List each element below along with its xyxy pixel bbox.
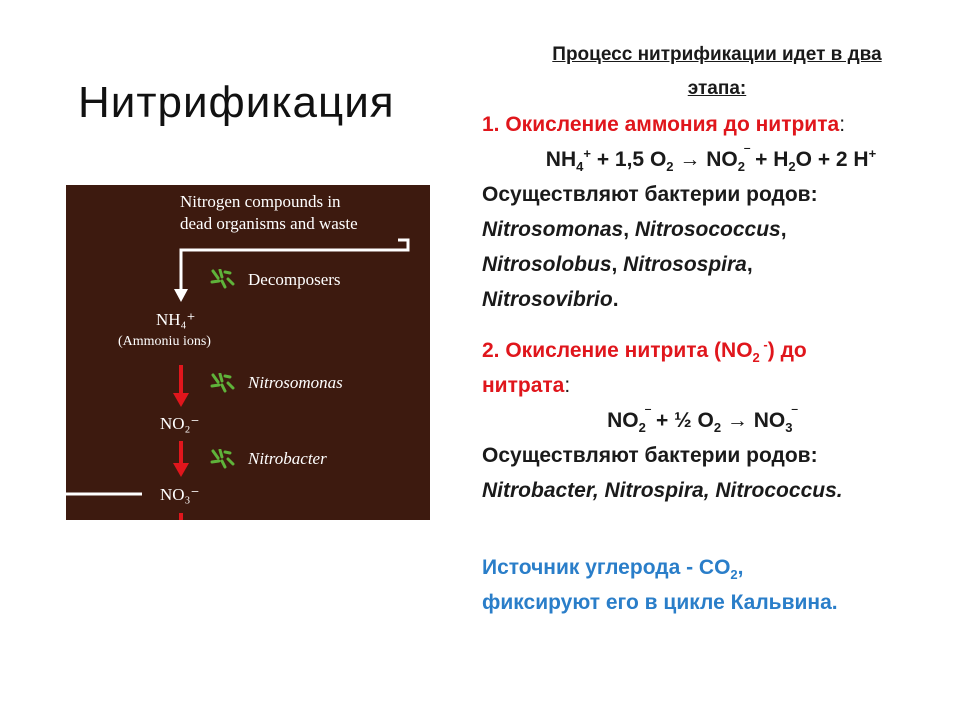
eq1-arrow-no2: → NO xyxy=(673,148,738,171)
step1-block: 1. Окисление аммония до нитрита: NH4+ + … xyxy=(482,107,952,317)
heading-line2: этапа: xyxy=(687,78,747,99)
step2-equation: NO2‾ + ½ O2 → NO3‾ xyxy=(452,403,952,438)
step2-title-c: нитрата xyxy=(482,374,565,397)
label-waste-line1: Nitrogen compounds in xyxy=(180,192,341,211)
genus-sep: , xyxy=(746,253,753,276)
eq1-no2-sub: 2 xyxy=(737,159,745,175)
heading-line1: Процесс нитрификации идет в два xyxy=(552,44,882,65)
eq1-h-sup: + xyxy=(868,146,877,161)
step1-equation: NH4+ + 1,5 O2 → NO2‾ + H2O + 2 H+ xyxy=(470,142,952,177)
step2-genera: Nitrobacter, Nitrospira, Nitrococcus. xyxy=(482,479,843,502)
genus-nitrosococcus: Nitrosococcus xyxy=(634,218,781,241)
step1-genera-line3: Nitrosovibrio. xyxy=(482,282,952,317)
eq1-h2o-sub: 2 xyxy=(788,159,796,175)
step1-genera-line1: Nitrosomonas, Nitrosococcus, xyxy=(482,212,952,247)
genus-nitrosolobus: Nitrosolobus xyxy=(482,253,612,276)
carbon-line2: фиксируют его в цикле Кальвина. xyxy=(482,591,838,614)
step2-title-line1: 2. Окисление нитрита (NO2 -) до xyxy=(482,333,952,368)
bacteria-icon xyxy=(210,373,235,393)
bacteria-icon xyxy=(210,269,235,289)
eq2-no-sub: 2 xyxy=(638,420,646,436)
step1-colon: : xyxy=(839,113,846,136)
genus-nitrosovibrio: Nitrosovibrio xyxy=(482,288,613,311)
step1-bacteria-intro: Осуществляют бактерии родов: xyxy=(482,183,818,206)
step2-colon: : xyxy=(564,374,571,397)
eq1-o2-sub: 2 xyxy=(666,159,674,175)
eq2-arrow-no3: → NO xyxy=(721,409,786,432)
step1-title-line: 1. Окисление аммония до нитрита: xyxy=(482,107,952,142)
slide-title: Нитрификация xyxy=(78,78,395,127)
red-arrow-1-head xyxy=(173,393,189,407)
waste-connector-line xyxy=(179,238,410,290)
genus-sep: , xyxy=(623,218,635,241)
step2-title-sub: 2 xyxy=(752,350,760,366)
label-decomposers: Decomposers xyxy=(248,270,341,289)
eq1-plus-o2: + 1,5 O xyxy=(590,148,667,171)
label-no3: NO₃⁻ xyxy=(160,485,200,504)
eq1-h2o-rest: O + 2 H xyxy=(795,148,869,171)
carbon-line1: Источник углерода - CO2, xyxy=(482,550,952,585)
eq2-no3-sub: 3 xyxy=(785,420,793,436)
genus-nitrosospira: Nitrosospira xyxy=(623,253,747,276)
genus-sep: , xyxy=(780,218,787,241)
label-nitrosomonas: Nitrosomonas xyxy=(248,373,343,392)
eq2-no: NO xyxy=(607,409,639,432)
label-waste-line2: dead organisms and waste xyxy=(180,214,358,233)
white-arrowhead xyxy=(174,289,188,302)
nitrification-diagram: Nitrogen compounds in dead organisms and… xyxy=(66,185,430,520)
eq2-no3-sup: ‾ xyxy=(792,407,797,422)
red-arrow-2-head xyxy=(173,463,189,477)
eq1-nh-sup: + xyxy=(583,146,591,161)
eq1-nh: NH xyxy=(545,148,577,171)
label-nitrobacter: Nitrobacter xyxy=(248,449,327,468)
eq2-plus-o: + ½ O xyxy=(650,409,714,432)
eq1-no2-sup: ‾ xyxy=(744,146,750,161)
step1-title: 1. Окисление аммония до нитрита xyxy=(482,113,840,136)
label-ammonium-ions: (Ammoniu ions) xyxy=(118,334,211,349)
eq2-o-sub: 2 xyxy=(713,420,722,436)
step2-bacteria-intro: Осуществляют бактерии родов: xyxy=(482,444,818,467)
carbon-line1-a: Источник углерода - CO xyxy=(482,556,731,579)
step2-title-a: 2. Окисление нитрита (NO xyxy=(482,339,753,362)
step1-genera-line2: Nitrosolobus, Nitrosospira, xyxy=(482,247,952,282)
genus-nitrosomonas: Nitrosomonas xyxy=(482,218,624,241)
genus-sep: , xyxy=(611,253,624,276)
eq2-no-sup: ‾ xyxy=(645,407,651,422)
genus-sep: . xyxy=(612,288,619,311)
step2-block: 2. Окисление нитрита (NO2 -) до нитрата:… xyxy=(482,333,952,508)
step2-title-b: ) до xyxy=(767,339,807,362)
carbon-line1-b: , xyxy=(737,556,744,579)
label-nh4: NH₄⁺ xyxy=(156,310,196,329)
carbon-line1-sub: 2 xyxy=(730,567,738,583)
diagram-arrows xyxy=(66,238,410,520)
process-heading: Процесс нитрификации идет в два этапа: xyxy=(478,38,956,106)
eq1-nh-sub: 4 xyxy=(576,159,584,175)
bacteria-icon xyxy=(210,449,235,469)
step2-title-line2: нитрата: xyxy=(482,368,952,403)
eq1-plus-h: + H xyxy=(749,148,789,171)
step2-title-sup: - xyxy=(759,337,768,352)
carbon-source-block: Источник углерода - CO2, фиксируют его в… xyxy=(482,550,952,620)
label-no2: NO₂⁻ xyxy=(160,414,200,433)
